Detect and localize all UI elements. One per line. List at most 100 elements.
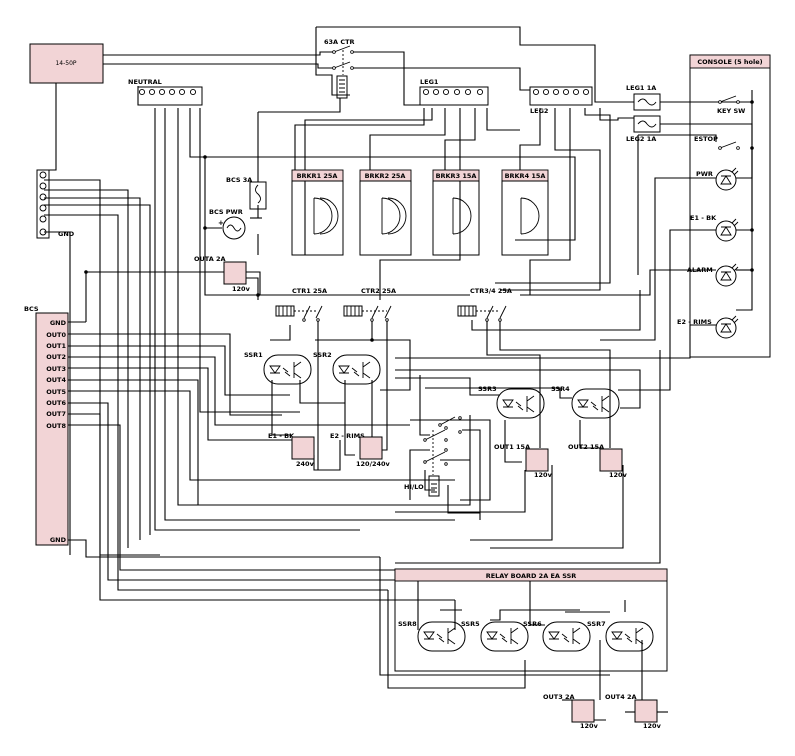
leg2-bus: LEG2 [529,86,593,115]
hi-lo-switch: HI/LO [404,416,462,497]
lamp-e2-rims: E2 - RIMS [677,315,739,339]
ssr-1: SSR1 [244,351,312,385]
breaker-2: BRKR2 25A [359,169,412,256]
outlet-e1-label: E1 - BK [268,432,295,440]
main-contactor-label: 63A CTR [324,38,355,46]
breaker-4-label: BRKR4 15A [505,172,546,180]
bcs-fuse: BCS 3A [226,176,267,210]
fuse-leg2-label: LEG2 1A [626,135,656,143]
fuse-leg1-label: LEG1 1A [626,84,656,92]
breaker-2-label: BRKR2 25A [365,172,406,180]
bcs-pin-out3: OUT3 [46,365,66,373]
breaker-3-label: BRKR3 15A [436,172,477,180]
console-title: CONSOLE (5 hole) [697,58,762,66]
outlet-out4-label: OUT4 2A [605,693,637,701]
outlet-e1-bk: E1 - BK 240v [268,432,315,468]
bcs-pin-out4: OUT4 [46,376,66,384]
wires [44,26,753,721]
outlet-out3-label: OUT3 2A [543,693,575,701]
bcs-pin-out5: OUT5 [46,388,66,396]
outlet-out1: OUT1 15A 120v [494,443,553,479]
junctions [84,100,754,342]
leg1-bus: LEG1 [419,78,489,106]
ssr-1-label: SSR1 [244,351,263,359]
bcs-pin-out0: OUT0 [46,331,66,339]
ssr-2: SSR2 [313,351,381,385]
ssr-2-label: SSR2 [313,351,332,359]
outlet-e1-volt: 240v [296,460,315,468]
hi-lo-label: HI/LO [404,483,424,491]
breaker-3: BRKR3 15A [432,169,480,256]
ssr-6-label: SSR6 [523,620,542,628]
bcs-pin-gnd-bottom: GND [50,536,67,544]
relay-board: RELAY BOARD 2A EA SSR SSR8 SSR5 SSR6 SSR… [394,568,668,672]
bcs-pin-out6: OUT6 [46,399,66,407]
svg-text:+: + [218,219,224,227]
outlet-out3-volt: 120v [580,722,599,730]
ssr-3-label: SSR3 [478,385,497,393]
contactor-3-label: CTR3/4 25A [470,287,512,295]
contactor-1-label: CTR1 25A [292,287,327,295]
ssr-7-label: SSR7 [587,620,606,628]
breaker-1-label: BRKR1 25A [297,172,338,180]
outlet-outa-volt: 120v [232,285,251,293]
outlet-outa: OUTA 2A 120v [194,255,251,293]
console-panel: CONSOLE (5 hole) KEY SW ESTOP PWR E1 - B… [677,54,771,358]
bcs-pin-gnd: GND [50,319,67,327]
leg2-label: LEG2 [530,107,548,115]
outlet-out4-volt: 120v [643,722,662,730]
fuse-leg2: LEG2 1A [626,115,661,143]
bcs-power-supply: BCS PWR + [209,208,246,240]
lamp-e2-label: E2 - RIMS [677,318,712,326]
main-contactor: 63A CTR [324,38,355,99]
bcs-psu-label: BCS PWR [209,208,243,216]
outlet-out2: OUT2 15A 120v [568,443,628,479]
contactor-2-label: CTR2 25A [361,287,396,295]
ssr-5-label: SSR5 [461,620,480,628]
ssr-8-label: SSR8 [398,620,417,628]
terminal-gnd-label: GND [58,230,75,238]
contactor-1: CTR1 25A [275,287,327,322]
outlet-outa-label: OUTA 2A [194,255,226,263]
lamp-e1-label: E1 - BK [690,214,717,222]
bcs-module: BCS GND OUT0 OUT1 OUT2 OUT3 OUT4 OUT5 OU… [24,305,69,546]
bcs-pin-out7: OUT7 [46,410,66,418]
plug-14-50p: 14-50P [29,43,104,84]
plug-label: 14-50P [55,60,76,67]
ssr-7: SSR7 [587,620,654,652]
lamp-pwr-label: PWR [696,170,713,178]
ssr-3: SSR3 [478,385,545,419]
bcs-pin-out1: OUT1 [46,342,66,350]
relay-board-title: RELAY BOARD 2A EA SSR [486,572,577,580]
bcs-label: BCS [24,305,39,313]
ssr-4: SSR4 [551,385,620,419]
lamp-alarm: ALARM [687,263,739,287]
outlet-out1-label: OUT1 15A [494,443,530,451]
lamp-alarm-label: ALARM [687,266,713,274]
contactor-3-4: CTR3/4 25A [457,287,512,322]
leg1-label: LEG1 [420,78,439,86]
neutral-label: NEUTRAL [128,78,162,86]
outlet-out2-label: OUT2 15A [568,443,604,451]
breaker-1: BRKR1 25A [291,169,344,256]
terminal-block: GND [36,169,75,239]
bcs-pin-out8: OUT8 [46,422,66,430]
ssr-5: SSR5 [461,620,529,652]
breaker-4: BRKR4 15A [501,169,549,256]
neutral-bus: NEUTRAL [128,78,203,106]
ssr-6: SSR6 [523,620,591,652]
estop-label: ESTOP [694,135,718,143]
outlet-out4: OUT4 2A 120v [605,693,662,730]
outlet-out3: OUT3 2A 120v [543,693,599,730]
outlet-out1-volt: 120v [534,471,553,479]
outlet-e2-rims: E2 - RIMS 120/240v [330,432,391,468]
bcs-fuse-label: BCS 3A [226,176,252,184]
fuse-leg1: LEG1 1A [626,84,661,111]
key-switch-label: KEY SW [717,107,745,115]
outlet-e2-volt: 120/240v [356,460,391,468]
contactor-2: CTR2 25A [343,287,396,322]
outlet-e2-label: E2 - RIMS [330,432,365,440]
lamp-pwr: PWR [696,167,739,191]
outlet-out2-volt: 120v [609,471,628,479]
